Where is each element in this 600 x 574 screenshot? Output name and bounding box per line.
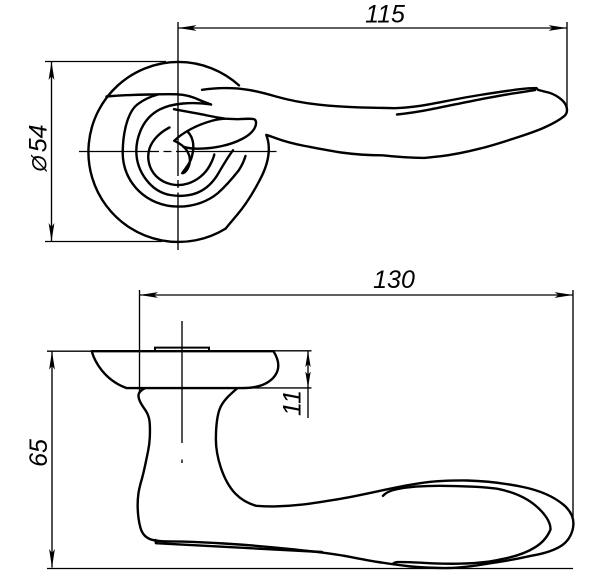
svg-text:65: 65 xyxy=(25,439,53,467)
svg-text:11: 11 xyxy=(279,390,307,416)
svg-text:115: 115 xyxy=(365,1,405,29)
svg-text:130: 130 xyxy=(373,266,415,294)
svg-text:Ø54: Ø54 xyxy=(25,124,53,172)
